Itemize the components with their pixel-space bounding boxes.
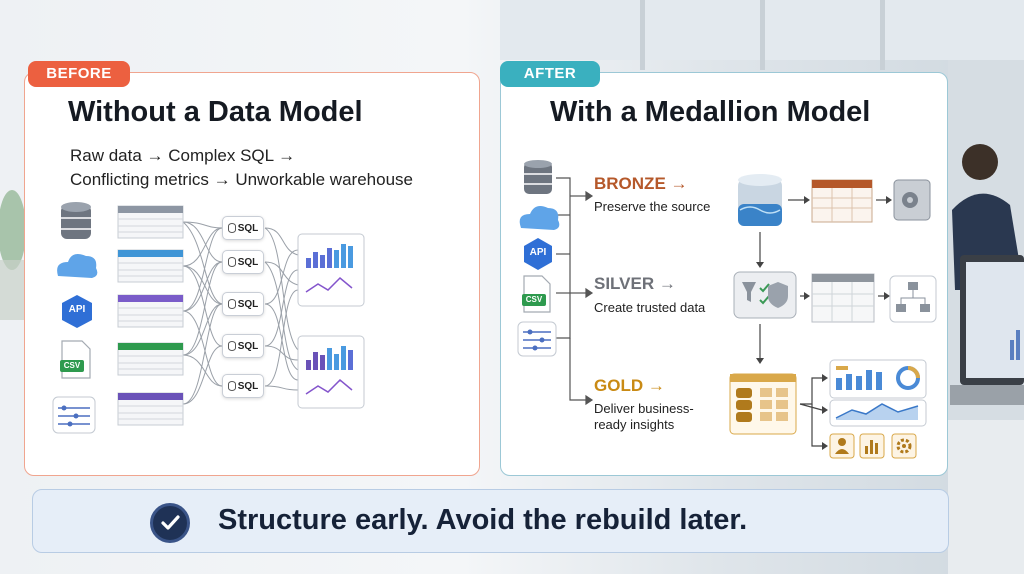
before-panel	[24, 72, 480, 476]
after-api-label: API	[529, 247, 547, 258]
pipeline-icon	[517, 321, 557, 357]
gold-dashboard-trend	[829, 399, 927, 427]
bronze-table	[811, 179, 873, 223]
source-bracket	[556, 177, 594, 406]
raw-table-1	[117, 205, 184, 239]
raw-table-3	[117, 294, 184, 328]
check-circle-icon	[150, 503, 190, 543]
gold-model-icon	[729, 373, 797, 435]
before-api-label: API	[68, 304, 86, 315]
after-tag: AFTER	[500, 61, 600, 87]
api-icon	[524, 238, 552, 270]
sql-query-3: SQL	[222, 292, 264, 316]
after-csv-label: CSV	[525, 295, 543, 304]
database-icon	[227, 257, 236, 267]
raw-table-4	[117, 342, 184, 376]
database-icon	[61, 202, 91, 239]
takeaway-banner	[32, 489, 949, 553]
after-title: With a Medallion Model	[550, 96, 871, 128]
gold-description: Deliver business-ready insights	[594, 401, 694, 432]
silver-table	[811, 273, 875, 323]
sql-query-1: SQL	[222, 216, 264, 240]
api-icon	[62, 295, 92, 328]
sql-query-5: SQL	[222, 374, 264, 398]
bronze-label: BRONZE →	[594, 174, 688, 193]
silver-validation-icon	[733, 271, 797, 319]
schema-icon	[889, 275, 937, 323]
gold-label: GOLD →	[594, 376, 665, 395]
sql-query-4: SQL	[222, 334, 264, 358]
dashboard-2	[297, 335, 365, 409]
dashboard-1	[297, 233, 365, 307]
csv-file-icon	[60, 340, 91, 379]
database-icon	[524, 160, 552, 194]
vault-icon	[893, 179, 931, 221]
database-icon	[227, 299, 236, 309]
database-icon	[227, 381, 236, 391]
tangled-connections	[182, 221, 299, 405]
silver-description: Create trusted data	[594, 300, 706, 315]
cloud-icon	[57, 254, 98, 278]
gold-dashboard-kpi	[829, 359, 927, 399]
before-line-2: Conflicting metrics → Unworkable warehou…	[70, 170, 413, 189]
cloud-icon	[519, 206, 560, 230]
database-icon	[227, 223, 236, 233]
bronze-storage-icon	[738, 174, 782, 226]
database-icon	[227, 341, 236, 351]
bar-chart-icon	[859, 433, 885, 459]
raw-table-2	[117, 249, 184, 283]
before-line-1: Raw data → Complex SQL →	[70, 146, 296, 165]
gear-icon	[891, 433, 917, 459]
csv-file-icon	[522, 275, 551, 313]
silver-label: SILVER →	[594, 274, 676, 293]
takeaway-text: Structure early. Avoid the rebuild later…	[218, 504, 748, 536]
raw-table-5	[117, 392, 184, 426]
bronze-description: Preserve the source	[594, 199, 711, 214]
user-icon	[829, 433, 855, 459]
before-title: Without a Data Model	[68, 96, 363, 128]
sql-query-2: SQL	[222, 250, 264, 274]
before-tag: BEFORE	[28, 61, 130, 87]
before-csv-label: CSV	[63, 361, 81, 370]
pipeline-icon	[52, 396, 96, 434]
